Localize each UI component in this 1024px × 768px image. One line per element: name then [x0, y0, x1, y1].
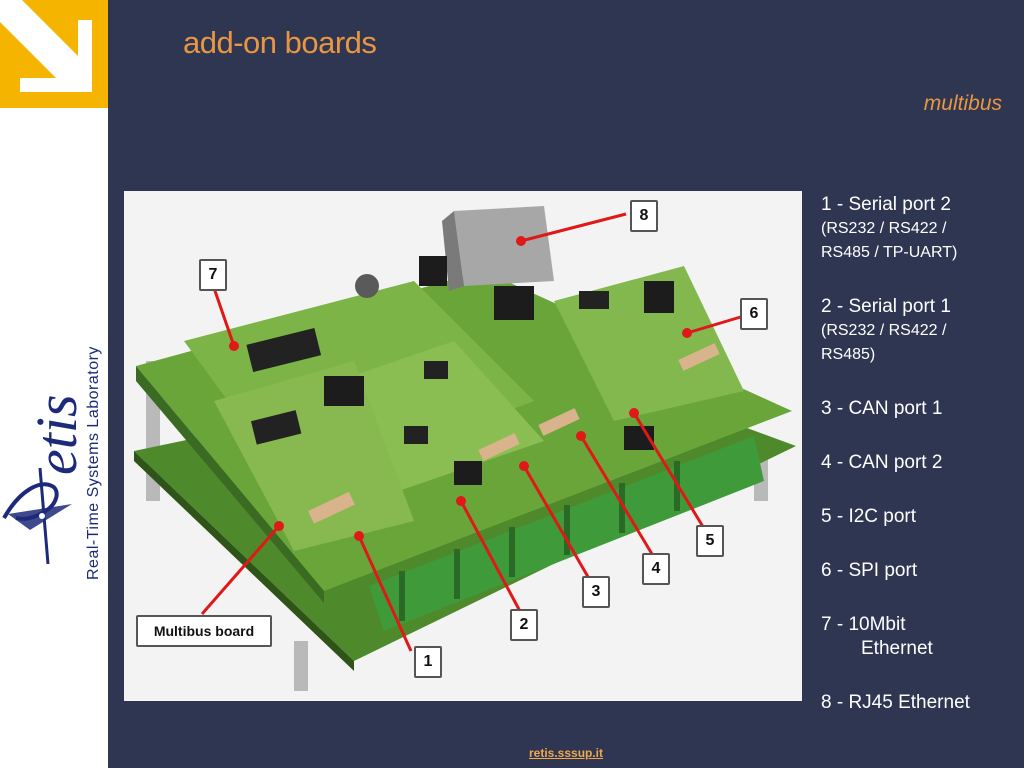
- footer: retis.sssup.it: [0, 746, 1024, 760]
- legend-item-2: 2 - Serial port 1 (RS232 / RS422 / RS485…: [821, 296, 951, 363]
- legend-item-1: 1 - Serial port 2 (RS232 / RS422 / RS485…: [821, 194, 958, 261]
- callout-6: 6: [740, 298, 768, 330]
- callout-5: 5: [696, 525, 724, 557]
- logo-tagline: Real-Time Systems Laboratory: [85, 346, 102, 580]
- slide-title: add-on boards: [183, 25, 377, 60]
- legend-item-3: 3 - CAN port 1: [821, 398, 943, 419]
- logo-wordmark: etis: [24, 394, 89, 475]
- legend-item-8: 8 - RJ45 Ethernet: [821, 692, 970, 713]
- slide-subtitle: multibus: [923, 92, 1002, 115]
- corner-arrow-icon: [0, 0, 108, 108]
- callout-1: 1: [414, 646, 442, 678]
- legend-item-6: 6 - SPI port: [821, 560, 918, 581]
- legend-item-7: 7 - 10Mbit Ethernet: [821, 614, 933, 659]
- board-photo: 8 7 6 5 4 3 2 1 Multibus board: [124, 191, 802, 701]
- sidebar: etis Real-Time Systems Laboratory: [0, 0, 108, 768]
- callout-3: 3: [582, 576, 610, 608]
- callout-8: 8: [630, 200, 658, 232]
- port-legend: 1 - Serial port 2 (RS232 / RS422 / RS485…: [821, 193, 1021, 745]
- callout-7: 7: [199, 259, 227, 291]
- callout-multibus-board: Multibus board: [136, 615, 272, 647]
- legend-item-5: 5 - I2C port: [821, 506, 917, 527]
- callout-4: 4: [642, 553, 670, 585]
- callout-2: 2: [510, 609, 538, 641]
- retis-logo: etis: [0, 290, 108, 580]
- footer-link[interactable]: retis.sssup.it: [528, 746, 604, 760]
- legend-item-4: 4 - CAN port 2: [821, 452, 943, 473]
